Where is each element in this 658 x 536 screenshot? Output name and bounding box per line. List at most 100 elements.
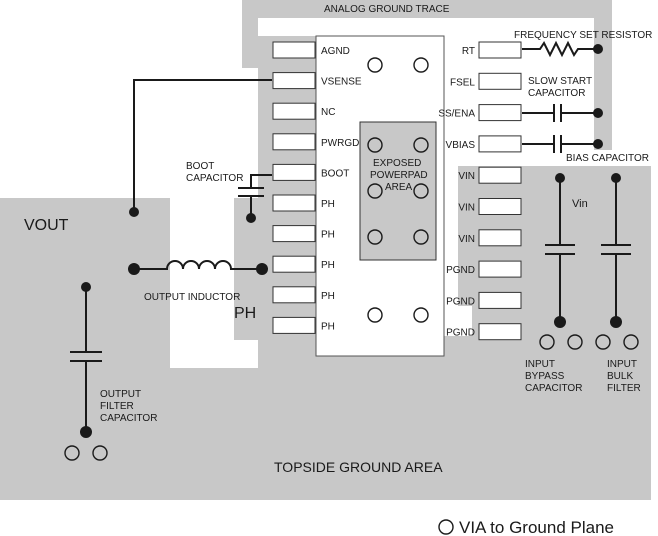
left-pin-pad xyxy=(272,286,316,304)
vsense-trace xyxy=(129,79,272,217)
bias-capacitor xyxy=(522,135,603,153)
input-bulk-label-3: FILTER xyxy=(607,383,641,394)
right-pin-pad xyxy=(478,260,522,278)
boot-capacitor-label-1: BOOT xyxy=(186,161,214,172)
output-filter-label-2: FILTER xyxy=(100,401,134,412)
via-icon xyxy=(367,307,383,323)
bias-capacitor-label: BIAS CAPACITOR xyxy=(566,153,649,164)
via-icon xyxy=(367,183,383,199)
via-icon xyxy=(64,445,80,461)
labels: ANALOG GROUND TRACE FREQUENCY SET RESIST… xyxy=(24,4,652,475)
left-pin-label: PH xyxy=(321,321,335,332)
topside-ground-area xyxy=(0,306,651,500)
right-pin-label: PGND xyxy=(446,265,475,276)
frequency-set-resistor-label: FREQUENCY SET RESISTOR xyxy=(514,30,652,41)
right-pin-pad xyxy=(478,72,522,90)
powerpad-label-2: POWERPAD xyxy=(370,170,428,181)
vout-label: VOUT xyxy=(24,217,69,234)
input-bulk-label-1: INPUT xyxy=(607,359,637,370)
via-icon xyxy=(539,334,555,350)
analog-ground-trace-label: ANALOG GROUND TRACE xyxy=(324,4,450,15)
ph-label: PH xyxy=(234,305,256,322)
powerpad-label-3: AREA xyxy=(385,182,413,193)
chip-vias xyxy=(367,57,429,323)
via-icon xyxy=(413,183,429,199)
right-pin-pad xyxy=(478,291,522,309)
left-pin-label: PH xyxy=(321,260,335,271)
input-bypass-capacitor xyxy=(539,173,583,350)
pins: AGND VSENSE NC PWRGD BOOT PH PH PH PH PH RT FSEL SS/… xyxy=(272,41,522,341)
powerpad-label-1: EXPOSED xyxy=(373,158,421,169)
left-pin-pad xyxy=(272,255,316,273)
left-pin-pad xyxy=(272,41,316,59)
legend-text: VIA to Ground Plane xyxy=(459,518,614,536)
via-icon xyxy=(413,307,429,323)
via-icon xyxy=(413,229,429,245)
frequency-set-resistor xyxy=(522,40,603,58)
left-pin-pad xyxy=(272,316,316,334)
right-pin-pad xyxy=(478,229,522,247)
slow-start-label-1: SLOW START xyxy=(528,76,592,87)
right-pin-label: PGND xyxy=(446,296,475,307)
via-icon xyxy=(92,445,108,461)
output-inductor xyxy=(128,260,268,275)
input-bypass-label-2: BYPASS xyxy=(525,371,565,382)
right-pin-pad xyxy=(478,104,522,122)
left-pin-label: AGND xyxy=(321,46,350,57)
input-bypass-label-3: CAPACITOR xyxy=(525,383,582,394)
left-pin-pad xyxy=(272,72,316,90)
boot-capacitor xyxy=(238,174,272,223)
vin-label: Vin xyxy=(572,198,588,210)
via-icon xyxy=(413,137,429,153)
right-pin-label: VBIAS xyxy=(446,140,476,151)
via-icon xyxy=(623,334,639,350)
input-bypass-label-1: INPUT xyxy=(525,359,555,370)
left-pin-label: BOOT xyxy=(321,168,349,179)
right-pin-pad xyxy=(478,198,522,215)
left-pin-label: NC xyxy=(321,107,335,118)
topside-ground-label: TOPSIDE GROUND AREA xyxy=(274,459,443,475)
left-pin-pad xyxy=(272,225,316,243)
output-filter-label-1: OUTPUT xyxy=(100,389,141,400)
right-pin-label: VIN xyxy=(458,171,475,182)
boot-capacitor-label-2: CAPACITOR xyxy=(186,173,243,184)
right-pin-label: VIN xyxy=(458,203,475,214)
output-inductor-label: OUTPUT INDUCTOR xyxy=(144,292,240,303)
right-pin-label: SS/ENA xyxy=(438,109,475,120)
left-pin-pad xyxy=(272,102,316,120)
right-pin-pad xyxy=(478,41,522,59)
output-filter-capacitor xyxy=(64,282,108,461)
right-pin-label: FSEL xyxy=(450,77,475,88)
exposed-powerpad xyxy=(359,121,437,261)
input-bulk-label-2: BULK xyxy=(607,371,633,382)
left-pin-label: PH xyxy=(321,230,335,241)
right-pin-label: RT xyxy=(462,46,475,57)
via-icon xyxy=(567,334,583,350)
left-pin-label: PH xyxy=(321,199,335,210)
output-filter-label-3: CAPACITOR xyxy=(100,413,157,424)
via-icon xyxy=(367,57,383,73)
analog-ground-trace xyxy=(242,0,612,150)
left-pin-label: PH xyxy=(321,291,335,302)
legend: VIA to Ground Plane xyxy=(438,518,614,536)
slow-start-label-2: CAPACITOR xyxy=(528,88,585,99)
right-pin-label: PGND xyxy=(446,328,475,339)
slow-start-capacitor xyxy=(522,104,603,122)
right-pin-pad xyxy=(478,166,522,184)
via-icon xyxy=(367,229,383,245)
left-pin-pad xyxy=(272,163,316,181)
right-pin-pad xyxy=(478,135,522,153)
via-icon xyxy=(595,334,611,350)
input-bulk-filter xyxy=(595,173,639,350)
left-pin-label: VSENSE xyxy=(321,77,362,88)
left-pin-pad xyxy=(272,133,316,151)
via-icon xyxy=(367,137,383,153)
right-pin-label: VIN xyxy=(458,234,475,245)
left-pin-pad xyxy=(272,194,316,212)
via-icon xyxy=(413,57,429,73)
via-circle-icon xyxy=(438,519,454,535)
right-pin-pad xyxy=(478,323,522,341)
left-pin-label: PWRGD xyxy=(321,138,359,149)
